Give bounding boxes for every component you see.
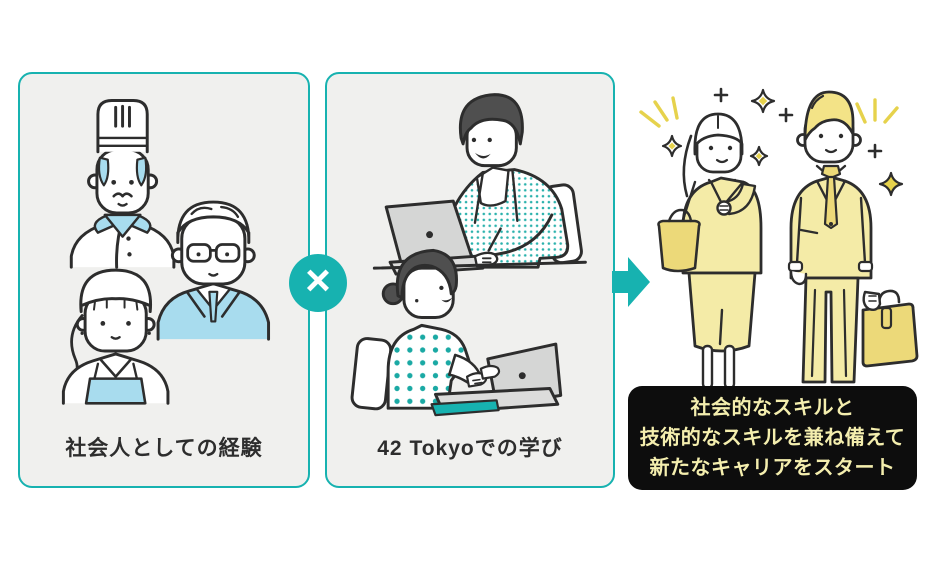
students-illustration bbox=[350, 93, 587, 417]
businessman-illustration bbox=[156, 200, 271, 341]
chef-illustration bbox=[69, 99, 176, 269]
caption-line-3: 新たなキャリアをスタート bbox=[649, 457, 896, 479]
caption-line-2: 技術的なスキルを兼ね備えて bbox=[639, 427, 906, 449]
multiply-badge: × bbox=[289, 254, 347, 312]
career-illustration bbox=[639, 87, 919, 390]
card-experience: 社会人としての経験 bbox=[18, 72, 310, 488]
student-woman-illustration bbox=[350, 248, 563, 417]
card-learning: 42 Tokyoでの学び bbox=[325, 72, 615, 488]
suited-woman-illustration bbox=[657, 112, 763, 390]
workers-illustration bbox=[61, 99, 271, 405]
result-caption: 社会的なスキルと 技術的なスキルを兼ね備えて 新たなキャリアをスタート bbox=[628, 386, 917, 490]
arrow-right-icon bbox=[612, 257, 650, 307]
caption-line-1: 社会的なスキルと bbox=[690, 397, 855, 419]
sparkle-icons bbox=[639, 87, 904, 197]
card-learning-label: 42 Tokyoでの学び bbox=[377, 437, 563, 460]
multiply-icon: × bbox=[305, 256, 331, 305]
card-experience-label: 社会人としての経験 bbox=[65, 437, 263, 460]
apron-woman-illustration bbox=[61, 268, 170, 405]
student-man-illustration bbox=[372, 93, 587, 276]
suited-man-illustration bbox=[787, 90, 919, 384]
